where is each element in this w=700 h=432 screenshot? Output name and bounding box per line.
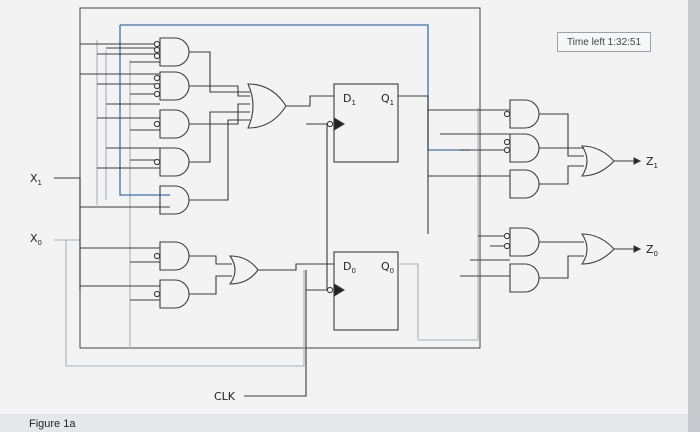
z1-label: Z1	[646, 155, 658, 170]
out-and-gate-4	[509, 227, 540, 257]
or-gate-z0	[580, 233, 615, 265]
and-gate-4	[159, 147, 190, 177]
figure-caption: Figure 1a	[29, 418, 76, 430]
ff1-clock-bubble	[326, 120, 334, 128]
out-and-gate-5	[509, 263, 540, 293]
ff0-clock-triangle	[333, 283, 346, 297]
or-gate-z1	[580, 145, 615, 177]
out-and-to-or-z0	[539, 241, 584, 279]
output-arrows	[633, 157, 642, 253]
and-to-or-wires	[189, 51, 250, 201]
or-gate-d0	[228, 255, 259, 285]
x1-label: X1	[30, 172, 42, 187]
out-and-gate-1	[509, 99, 540, 129]
screen-edge	[688, 0, 700, 432]
caption-bar	[0, 414, 688, 432]
lower-and-to-or-wires	[189, 255, 232, 295]
or-to-d0-wire	[258, 263, 334, 271]
logic-circuit-diagram: X1 X0 CLK D1 Q1 D0 Q0 Z1 Z0	[30, 7, 658, 403]
x0-label: X0	[30, 232, 42, 247]
bus-wires	[65, 40, 305, 367]
or-to-d1-wire	[286, 95, 334, 107]
ff0-clock-bubble	[326, 286, 334, 294]
x1-bus	[79, 178, 170, 290]
and-gate-5	[159, 185, 190, 215]
lower-and-inputs	[80, 247, 160, 301]
highlight-feedback-wire	[119, 24, 470, 196]
ff1-clock-triangle	[333, 117, 346, 131]
and-gate-2	[159, 71, 190, 101]
q0-label: Q0	[381, 260, 394, 275]
clk-label: CLK	[214, 390, 236, 403]
and-gate-inputs	[80, 43, 160, 169]
and-gate-1	[159, 37, 190, 67]
circuit-frame	[79, 7, 481, 349]
and-gate-7	[159, 279, 190, 309]
output-logic-inputs	[427, 96, 510, 277]
z0-label: Z0	[646, 243, 658, 258]
ff1-clock-wire	[306, 123, 328, 290]
q0-output-wire	[398, 108, 479, 341]
and-gate-3	[159, 109, 190, 139]
and-gate-6	[159, 241, 190, 271]
out-and-gate-2	[509, 133, 540, 163]
q1-label: Q1	[381, 92, 394, 107]
out-and-to-or-z1	[539, 113, 584, 185]
clk-wire	[244, 270, 307, 397]
timer-box: Time left 1:32:51	[557, 32, 651, 52]
d0-label: D0	[343, 260, 356, 275]
out-and-gate-3	[509, 169, 540, 199]
d1-label: D1	[343, 92, 356, 107]
or-gate-d1	[247, 83, 287, 129]
